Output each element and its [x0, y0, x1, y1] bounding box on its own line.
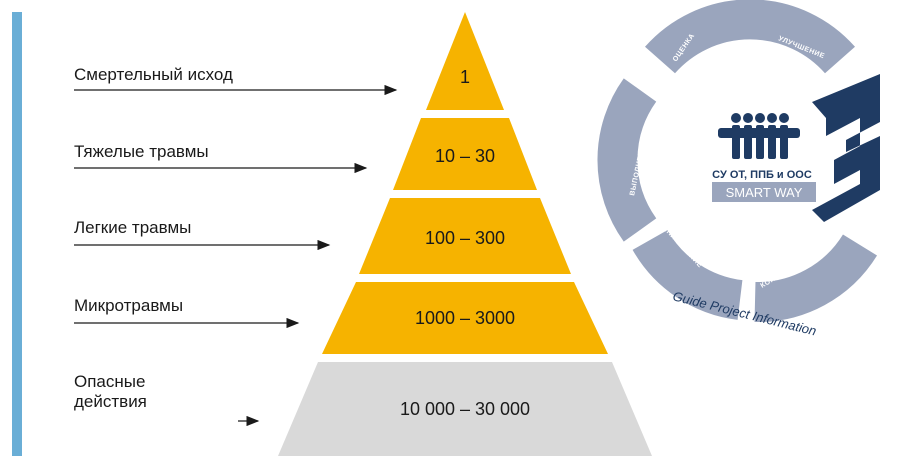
- smart-way-banner: [712, 182, 816, 202]
- tier-dangerous-value: 10 000 – 30 000: [400, 399, 530, 419]
- people-group-icon: [718, 113, 800, 159]
- tier-fatal-value: 1: [460, 67, 470, 87]
- tier-severe-value: 10 – 30: [435, 146, 495, 166]
- label-microtraumas: Микротравмы: [74, 296, 184, 315]
- label-dangerous-line2: действия: [74, 392, 147, 411]
- tier-fatal: [426, 12, 504, 110]
- tier-micro: [322, 282, 608, 354]
- label-minor-injuries: Легкие травмы: [74, 218, 192, 237]
- accent-bar: [12, 12, 22, 456]
- logo-subtitle: SMART WAY: [726, 185, 803, 200]
- tier-minor: [359, 198, 571, 274]
- ring-segment-top: [645, 0, 855, 74]
- label-dangerous-line1: Опасные: [74, 372, 146, 391]
- logo-title: СУ ОТ, ППБ и ООС: [712, 169, 812, 181]
- label-severe-injuries: Тяжелые травмы: [74, 142, 209, 161]
- brand-e-icon: [812, 74, 880, 222]
- label-fatal: Смертельный исход: [74, 65, 233, 84]
- tier-minor-value: 100 – 300: [425, 228, 505, 248]
- tier-dangerous: [278, 362, 652, 456]
- tier-micro-value: 1000 – 3000: [415, 308, 515, 328]
- ring-segment-left: [597, 78, 657, 242]
- ring-segment-bottom-right: [754, 233, 878, 323]
- smart-way-logo: ОЦЕНКА УЛУЧШЕНИЕ ВЫПОЛНЕНИЕ ПЛАНИРОВАНИЕ…: [597, 0, 880, 339]
- ring-segment-bottom-left: [632, 229, 744, 320]
- label-dangerous-actions: Опасные действия: [74, 372, 194, 412]
- tier-severe: [393, 118, 537, 190]
